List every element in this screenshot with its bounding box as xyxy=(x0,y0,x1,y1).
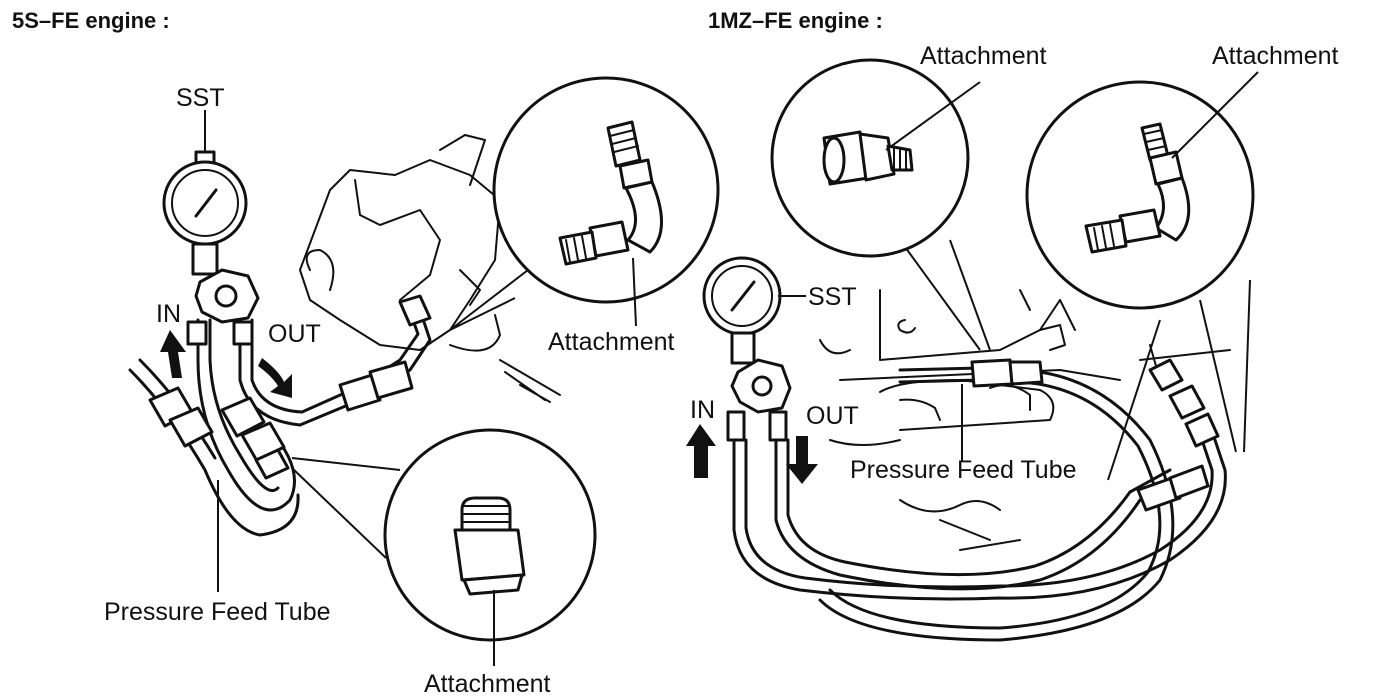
left-tube-label: Pressure Feed Tube xyxy=(104,598,331,626)
left-sst-label: SST xyxy=(176,84,225,112)
left-gauge xyxy=(162,150,260,324)
right-hoses xyxy=(726,358,1227,642)
right-gauge xyxy=(702,256,792,414)
right-tube-label: Pressure Feed Tube xyxy=(850,456,1077,484)
right-sst-label: SST xyxy=(808,283,857,311)
right-tube-leader-right xyxy=(1107,319,1161,481)
left-panel-title: 5S–FE engine : xyxy=(12,8,170,33)
right-left-attachment-leader xyxy=(885,81,981,151)
right-in-label: IN xyxy=(690,396,715,424)
left-out-arrow-icon xyxy=(258,358,292,398)
left-engine-illustration xyxy=(299,134,561,403)
right-out-label: OUT xyxy=(806,402,859,430)
right-right-attachment-label: Attachment xyxy=(1212,42,1339,70)
right-left-magnifier xyxy=(770,58,991,351)
right-out-arrow-icon xyxy=(786,436,818,484)
right-panel-title: 1MZ–FE engine : xyxy=(708,8,883,33)
right-right-magnifier xyxy=(1025,80,1255,453)
left-lower-magnifier xyxy=(291,428,597,642)
right-right-attachment-leader xyxy=(1171,71,1259,159)
left-lower-attachment-label: Attachment xyxy=(424,670,551,698)
right-in-arrow-icon xyxy=(686,424,716,478)
right-left-attachment-label: Attachment xyxy=(920,42,1047,70)
left-upper-attachment-leader xyxy=(632,257,637,327)
left-hoses xyxy=(128,294,432,537)
left-in-arrow-icon xyxy=(160,330,186,378)
left-in-label: IN xyxy=(156,300,181,328)
left-upper-magnifier xyxy=(449,76,720,331)
right-engine-illustration xyxy=(819,289,1231,551)
left-out-label: OUT xyxy=(268,320,321,348)
left-upper-attachment-label: Attachment xyxy=(548,328,675,356)
